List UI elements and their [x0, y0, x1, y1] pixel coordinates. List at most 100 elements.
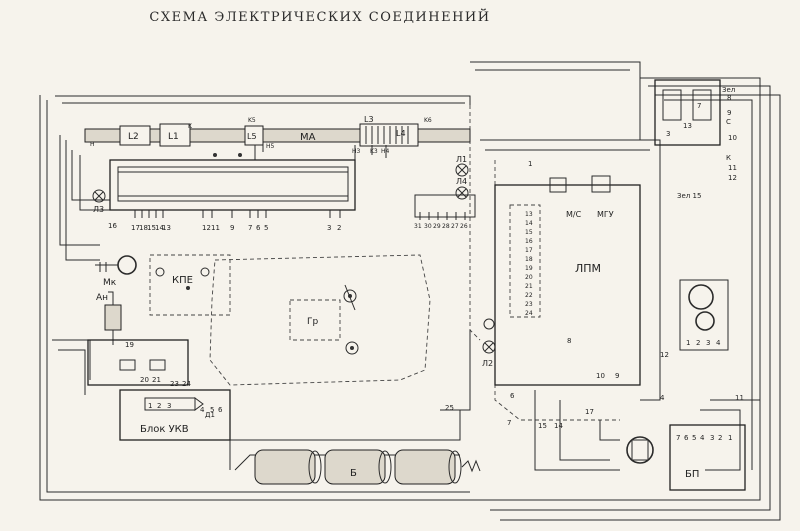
label-zel15: Зел 15	[677, 192, 701, 200]
label-c: С	[726, 118, 731, 126]
label-K5: K5	[248, 117, 256, 124]
bp-pin-label: 1	[728, 434, 732, 442]
label-MA: MA	[300, 132, 316, 143]
switch-pin-label: 13	[683, 122, 692, 130]
num-14: 14	[554, 422, 563, 430]
kpe-capacitor: КПЕ 16	[108, 222, 231, 316]
label-H: H	[90, 141, 95, 148]
lpm-pin-label: 28	[442, 223, 450, 230]
connector-number: 13	[525, 211, 533, 218]
antenna: Ан	[96, 291, 122, 345]
num-23: 23	[170, 380, 179, 388]
label-Mk: Мк	[103, 278, 117, 288]
ukv-block-label: Блок УКВ	[140, 424, 189, 435]
label-L2: L2	[128, 132, 139, 142]
chassis-outline: Гр	[209, 254, 431, 386]
lamps: Л3 Л1 Л4 Л2	[92, 155, 496, 368]
lpm-pin-label: 26	[460, 223, 468, 230]
lamp-L2-label: Л2	[482, 359, 493, 368]
lpm-pin-label: 31	[414, 223, 422, 230]
num-9: 9	[615, 372, 619, 380]
num-15: 15	[538, 422, 547, 430]
switch-pin-label: 11	[728, 164, 737, 172]
num-12: 12	[660, 351, 669, 359]
label-B: Б	[350, 468, 357, 479]
scale-pin-label: 9	[230, 224, 234, 232]
label-H5: H5	[266, 143, 275, 150]
num-8: 8	[567, 337, 571, 345]
switch-pin-label: 8	[727, 94, 731, 102]
connector-pin-label: 4	[716, 339, 721, 347]
scale-pin-label: 5	[264, 224, 268, 232]
label-BP: БП	[685, 469, 699, 480]
lamp-L3-label: Л3	[93, 205, 104, 214]
switch-pin-label: 7	[697, 102, 701, 110]
connector-number: 16	[525, 238, 533, 245]
ukv-pin-label: 4	[200, 406, 205, 414]
connector-number: 24	[525, 310, 533, 317]
label-An: Ан	[96, 293, 108, 303]
connector-number: 20	[525, 274, 533, 281]
label-L5: L5	[247, 132, 257, 141]
label-K: K	[188, 123, 193, 130]
scale-pin-label: 12	[202, 224, 211, 232]
lpm-pin-label: 29	[433, 223, 441, 230]
num-10: 10	[596, 372, 605, 380]
bp-pin-label: 4	[700, 434, 705, 442]
ukv-pin-label: 5	[210, 406, 214, 414]
label-MGU: МГУ	[597, 210, 614, 219]
scale-pin-label: 2	[337, 224, 341, 232]
microphone: Мк	[95, 255, 137, 288]
num-17: 17	[585, 408, 594, 416]
lpm-pin-label: 30	[424, 223, 432, 230]
lamp-L4-label: Л4	[456, 177, 467, 186]
num-7: 7	[507, 419, 511, 427]
connector-number: 23	[525, 301, 533, 308]
num-1: 1	[528, 160, 532, 168]
connector-number: 22	[525, 292, 533, 299]
switch-pin-label: 10	[728, 134, 737, 142]
num-3: 3	[666, 130, 670, 138]
label-LPM: ЛПМ	[575, 262, 601, 275]
label-K6: K6	[424, 117, 432, 124]
num-20: 20	[140, 376, 149, 384]
label-MS: М/С	[566, 210, 582, 219]
bp-pin-label: 2	[718, 434, 722, 442]
num-4: 4	[660, 394, 665, 402]
connector-number: 17	[525, 247, 533, 254]
bp-pin-label: 5	[692, 434, 696, 442]
page-title: СХЕМА ЭЛЕКТРИЧЕСКИХ СОЕДИНЕНИЙ	[149, 10, 491, 25]
label-L3: L3	[364, 115, 374, 124]
ukv-pin-label: 3	[167, 402, 171, 410]
label-K3: K3	[370, 148, 378, 155]
scale-pin-label: 14	[155, 224, 164, 232]
label-L4: L4	[396, 129, 406, 138]
scale-pin-label: 17	[131, 224, 140, 232]
connector-number: 15	[525, 229, 533, 236]
connector-number: 19	[525, 265, 533, 272]
label-H3: H3	[352, 148, 361, 155]
num-16: 16	[108, 222, 117, 230]
connector-number: 21	[525, 283, 533, 290]
connector-pin-label: 1	[686, 339, 690, 347]
connector-number: 14	[525, 220, 533, 227]
num-6: 6	[510, 392, 515, 400]
ukv-pin-label: 1	[148, 402, 152, 410]
label-H4: H4	[381, 148, 390, 155]
connector-number: 18	[525, 256, 533, 263]
label-zel: Зел	[722, 86, 735, 94]
scale-pin-label: 11	[211, 224, 220, 232]
ukv-pin-label: 6	[218, 406, 223, 414]
label-k: К	[726, 154, 731, 162]
switch-pin-label: 9	[727, 109, 731, 117]
bp-pin-label: 3	[710, 434, 714, 442]
label-Gr: Гр	[307, 317, 318, 327]
